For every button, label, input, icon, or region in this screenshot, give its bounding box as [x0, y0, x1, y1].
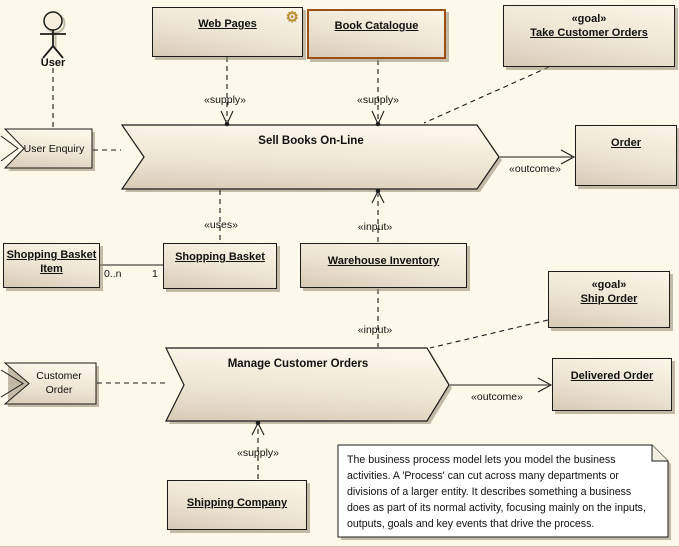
- node-delivered-order[interactable]: Delivered Order: [552, 358, 672, 411]
- note-text: The business process model lets you mode…: [347, 454, 646, 530]
- node-shopping-basket-item-title-line2: Item: [40, 263, 63, 275]
- event-customer-order[interactable]: [0, 362, 97, 405]
- edge-goal-take-orders: [423, 66, 550, 124]
- multiplicity-0n: 0..n: [104, 268, 122, 280]
- node-shopping-basket-item[interactable]: Shopping Basket Item: [3, 243, 100, 288]
- node-ship-order[interactable]: «goal» Ship Order: [548, 271, 670, 328]
- node-ship-order-stereotype: «goal»: [591, 279, 627, 291]
- actor-user-label: User: [40, 57, 66, 69]
- node-warehouse-inventory-title: Warehouse Inventory: [327, 255, 440, 267]
- multiplicity-1: 1: [152, 268, 158, 280]
- node-ship-order-title: Ship Order: [580, 293, 638, 305]
- node-shipping-company-title: Shipping Company: [186, 497, 288, 509]
- node-shipping-company[interactable]: Shipping Company: [167, 480, 307, 530]
- node-take-customer-orders-stereotype: «goal»: [571, 13, 607, 25]
- node-web-pages[interactable]: Web Pages ⚙: [152, 7, 303, 57]
- node-take-customer-orders-title: Take Customer Orders: [530, 27, 648, 39]
- node-warehouse-inventory[interactable]: Warehouse Inventory: [300, 243, 467, 288]
- node-book-catalogue[interactable]: Book Catalogue: [307, 9, 446, 59]
- process-sell-books-online[interactable]: [120, 124, 500, 190]
- node-take-customer-orders[interactable]: «goal» Take Customer Orders: [503, 5, 675, 67]
- node-shopping-basket[interactable]: Shopping Basket: [163, 243, 277, 289]
- arrowheads: [220, 110, 576, 436]
- node-web-pages-title: Web Pages: [198, 18, 257, 30]
- node-delivered-order-title: Delivered Order: [570, 370, 654, 382]
- node-shopping-basket-title: Shopping Basket: [175, 251, 265, 263]
- node-order[interactable]: Order: [575, 125, 677, 186]
- edge-goal-ship-order: [429, 319, 549, 349]
- actor-user[interactable]: [40, 11, 66, 59]
- event-user-enquiry[interactable]: [0, 128, 93, 169]
- node-shopping-basket-item-title-line1: Shopping Basket: [6, 249, 97, 261]
- node-order-title: Order: [611, 137, 641, 149]
- node-book-catalogue-title: Book Catalogue: [334, 20, 419, 32]
- note-shape[interactable]: [337, 444, 669, 538]
- process-manage-customer-orders[interactable]: [165, 347, 450, 422]
- gear-icon: ⚙: [285, 9, 299, 26]
